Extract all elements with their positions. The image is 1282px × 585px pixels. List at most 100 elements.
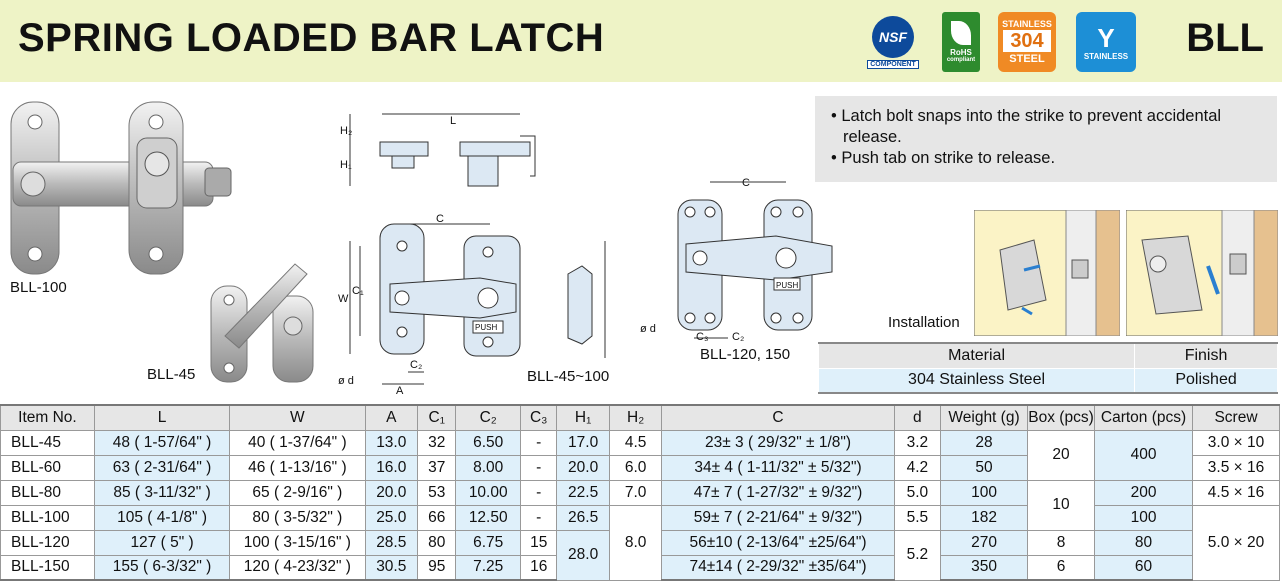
cell-item: BLL-120 — [0, 529, 95, 556]
cell-C: 74±14 ( 2-29/32" ±35/64") — [661, 554, 895, 581]
col-L: L — [93, 404, 231, 431]
series-code: BLL — [1186, 16, 1264, 60]
cell-item: BLL-60 — [0, 454, 95, 481]
header-band: SPRING LOADED BAR LATCH NSF COMPONENT Ro… — [0, 0, 1282, 82]
cell-box: 20 — [1026, 429, 1096, 481]
col-weight: Weight (g) — [940, 404, 1028, 431]
cell-weight: 182 — [940, 504, 1028, 531]
dim-C2-large: C₂ — [732, 331, 744, 343]
cell-C2: 6.50 — [455, 429, 522, 456]
cell-L: 155 ( 6-3/32" ) — [93, 554, 231, 581]
cell-W: 65 ( 2-9/16" ) — [229, 479, 366, 506]
push-label-large: PUSH — [776, 281, 798, 290]
cell-item: BLL-150 — [0, 554, 95, 581]
dim-H1: H₁ — [340, 159, 352, 171]
cell-C1: 53 — [417, 479, 457, 506]
drawing-bll120-150: C C₃ C₂ ø d PUSH — [640, 177, 833, 343]
table-row: BLL-60 63 ( 2-31/64" ) 46 ( 1-13/16" ) 1… — [0, 454, 1280, 481]
col-C: C — [661, 404, 895, 431]
bll45-photo — [210, 263, 314, 383]
dim-L: L — [450, 115, 456, 127]
badge-304-number: 304 — [1003, 30, 1051, 52]
push-label: PUSH — [475, 323, 497, 332]
col-H1: H₁ — [556, 404, 610, 431]
bll100-photo — [10, 101, 232, 275]
page-title: SPRING LOADED BAR LATCH — [18, 16, 605, 60]
feature-item: • Latch bolt snaps into the strike to pr… — [831, 107, 1222, 146]
dim-C: C — [436, 213, 444, 225]
cell-A: 13.0 — [364, 429, 419, 456]
drawing-label-45-100: BLL-45~100 — [527, 368, 610, 385]
cell-carton: 400 — [1094, 429, 1194, 481]
dim-C2: C₂ — [410, 359, 422, 371]
cell-L: 85 ( 3-11/32" ) — [93, 479, 231, 506]
installation-label: Installation — [888, 314, 960, 331]
cell-C1: 66 — [417, 504, 457, 531]
drawing-bll45-100: L H₁ H₂ C W C₁ C₂ A ø d PUSH — [338, 113, 606, 396]
cell-carton: 200 — [1094, 479, 1194, 506]
dim-d: ø d — [338, 375, 354, 387]
cell-C3: - — [520, 504, 558, 531]
cell-W: 120 ( 4-23/32" ) — [229, 554, 366, 581]
cell-screw: 3.5 × 16 — [1192, 454, 1280, 481]
cell-A: 28.5 — [364, 529, 419, 556]
col-item: Item No. — [0, 404, 95, 431]
dim-H2: H₂ — [340, 125, 352, 137]
material-header: Material — [817, 342, 1136, 369]
dim-d-large: ø d — [640, 323, 656, 335]
cell-H1: 20.0 — [556, 454, 610, 481]
feature-list: • Latch bolt snaps into the strike to pr… — [815, 96, 1277, 182]
cell-H1: 28.0 — [556, 529, 610, 581]
dim-C-large: C — [742, 177, 750, 189]
cell-H2: 8.0 — [608, 504, 663, 581]
cell-item: BLL-80 — [0, 479, 95, 506]
rohs-label: RoHS — [950, 48, 972, 57]
cell-d: 5.2 — [893, 529, 942, 581]
dim-C3: C₃ — [696, 331, 708, 343]
dim-C1: C₁ — [352, 285, 364, 297]
table-row: BLL-100 105 ( 4-1/8" ) 80 ( 3-5/32" ) 25… — [0, 504, 1280, 581]
cell-d: 3.2 — [893, 429, 942, 456]
stainless-badge-label: STAINLESS — [1083, 51, 1129, 61]
cell-d: 5.5 — [893, 504, 942, 531]
cell-W: 40 ( 1-37/64" ) — [229, 429, 366, 456]
dim-W: W — [338, 293, 349, 305]
cell-W: 46 ( 1-13/16" ) — [229, 454, 366, 481]
col-box: Box (pcs) — [1026, 404, 1096, 431]
cell-screw: 4.5 × 16 — [1192, 479, 1280, 506]
cell-A: 16.0 — [364, 454, 419, 481]
cell-H1: 26.5 — [556, 504, 610, 531]
nsf-badge: NSF COMPONENT — [863, 12, 923, 72]
cell-C: 59± 7 ( 2-21/64" ± 9/32") — [661, 504, 895, 531]
material-value: 304 Stainless Steel — [817, 367, 1136, 394]
dim-A: A — [396, 385, 404, 396]
finish-value: Polished — [1134, 367, 1278, 394]
col-W: W — [229, 404, 366, 431]
col-C1: C₁ — [417, 404, 457, 431]
cell-A: 25.0 — [364, 504, 419, 531]
table-row: BLL-45 48 ( 1-57/64" ) 40 ( 1-37/64" ) 1… — [0, 429, 1280, 481]
cell-C3: - — [520, 479, 558, 506]
rohs-badge: RoHS compliant — [942, 12, 980, 72]
cell-L: 105 ( 4-1/8" ) — [93, 504, 231, 531]
cell-A: 30.5 — [364, 554, 419, 581]
screw-icon: Y — [1097, 22, 1115, 53]
cell-L: 63 ( 2-31/64" ) — [93, 454, 231, 481]
cell-weight: 28 — [940, 429, 1028, 456]
cell-H2: 7.0 — [608, 479, 663, 506]
cell-C: 47± 7 ( 1-27/32" ± 9/32") — [661, 479, 895, 506]
cell-H1: 17.0 — [556, 429, 610, 456]
cell-weight: 270 — [940, 529, 1028, 556]
badge-304-top: STAINLESS — [1002, 19, 1052, 29]
col-H2: H₂ — [608, 404, 663, 431]
cell-C3: - — [520, 429, 558, 456]
cell-C2: 10.00 — [455, 479, 522, 506]
cell-C1: 32 — [417, 429, 457, 456]
cell-d: 5.0 — [893, 479, 942, 506]
table-row: BLL-150 155 ( 6-3/32" ) 120 ( 4-23/32" )… — [0, 554, 1280, 581]
nsf-logo-icon: NSF — [872, 15, 914, 58]
feature-item: • Push tab on strike to release. — [831, 149, 1056, 167]
cell-C: 56±10 ( 2-13/64" ±25/64") — [661, 529, 895, 556]
table-row: BLL-80 85 ( 3-11/32" ) 65 ( 2-9/16" ) 20… — [0, 479, 1280, 531]
col-carton: Carton (pcs) — [1094, 404, 1194, 431]
